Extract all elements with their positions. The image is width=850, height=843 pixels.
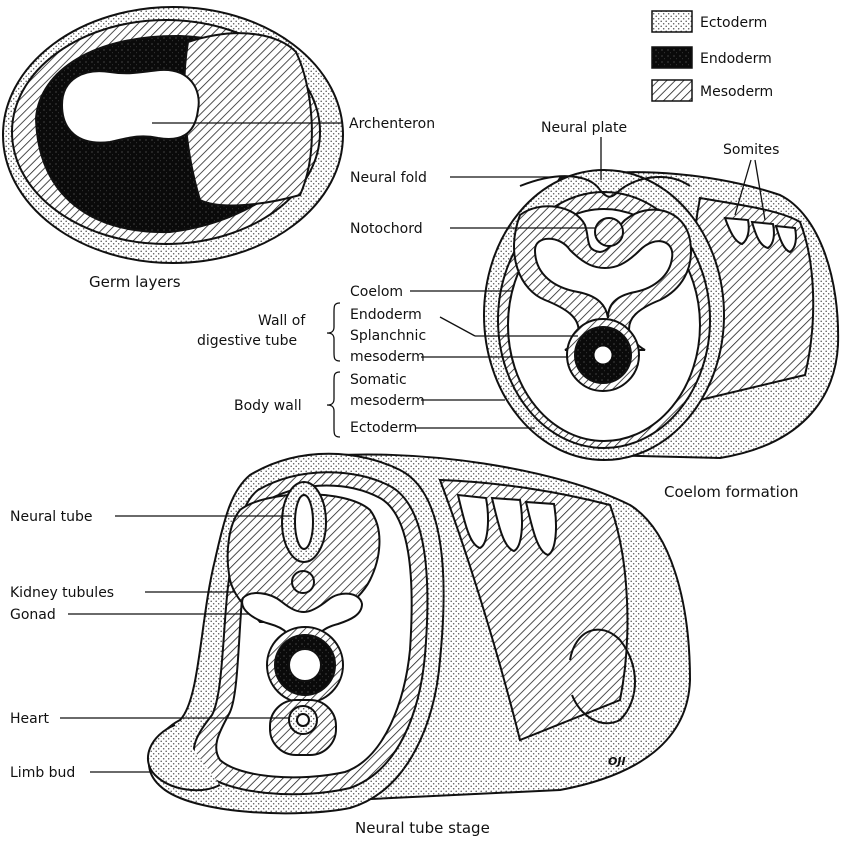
label-splanchnic-1: Splanchnic [350, 328, 426, 344]
germ-layers-figure: Archenteron Germ layers [3, 7, 435, 291]
label-neural-fold: Neural fold [350, 170, 427, 186]
germ-archenteron-cavity [62, 70, 199, 143]
label-neural-tube: Neural tube [10, 509, 93, 525]
label-heart: Heart [10, 711, 49, 727]
brace-digestive-tube [327, 303, 340, 361]
nts-gut-lumen [289, 649, 321, 681]
label-gonad: Gonad [10, 607, 56, 623]
group-digestive-1: Wall of [258, 313, 306, 329]
brace-body-wall [327, 372, 340, 437]
caption-germ-layers: Germ layers [89, 273, 181, 291]
group-body-wall: Body wall [234, 398, 302, 414]
coelom-notochord [595, 218, 623, 246]
legend-swatch-mesoderm [652, 80, 692, 101]
label-notochord: Notochord [350, 221, 423, 237]
neural-tube-stage-figure: Neural tube Kidney tubules Gonad Heart L… [10, 454, 690, 837]
caption-neural-tube-stage: Neural tube stage [355, 819, 490, 837]
label-somatic-2: mesoderm [350, 393, 425, 409]
legend-swatch-ectoderm [652, 11, 692, 32]
nts-notochord [292, 571, 314, 593]
legend: Ectoderm Endoderm Mesoderm [652, 11, 773, 101]
label-somatic-1: Somatic [350, 372, 407, 388]
legend-label-mesoderm: Mesoderm [700, 84, 773, 100]
germ-cut-face [184, 33, 312, 205]
legend-label-ectoderm: Ectoderm [700, 15, 767, 31]
artist-signature: OJI [608, 755, 626, 768]
nts-neural-canal [295, 495, 313, 549]
label-limb-bud: Limb bud [10, 765, 75, 781]
label-coelom: Coelom [350, 284, 403, 300]
label-kidney-tubules: Kidney tubules [10, 585, 114, 601]
label-somites: Somites [723, 142, 779, 158]
label-archenteron: Archenteron [349, 116, 435, 132]
caption-coelom-formation: Coelom formation [664, 483, 799, 501]
legend-swatch-endoderm [652, 47, 692, 68]
label-splanchnic-2: mesoderm [350, 349, 425, 365]
coelom-gut-lumen [595, 347, 611, 363]
label-neural-plate: Neural plate [541, 120, 627, 136]
label-endoderm: Endoderm [350, 307, 422, 323]
legend-label-endoderm: Endoderm [700, 51, 772, 67]
label-ectoderm: Ectoderm [350, 420, 417, 436]
group-digestive-2: digestive tube [197, 333, 297, 349]
nts-heart-lumen [297, 714, 309, 726]
